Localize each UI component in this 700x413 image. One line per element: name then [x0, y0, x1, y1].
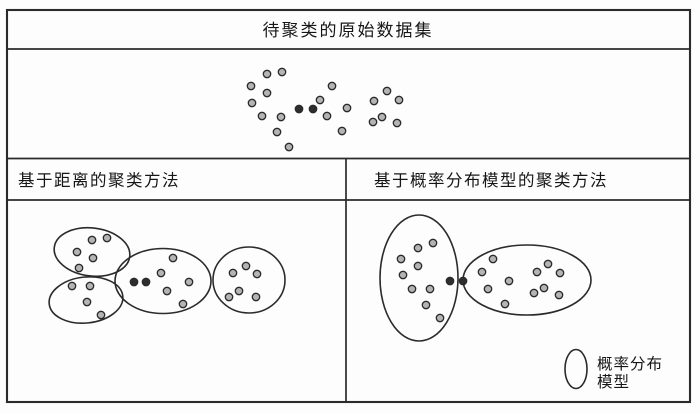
figure-title: 待聚类的原始数据集 — [263, 21, 434, 40]
data-point — [322, 111, 332, 121]
data-point — [413, 243, 423, 253]
data-point — [555, 268, 565, 278]
cluster-ellipse — [212, 246, 286, 314]
data-point — [539, 283, 549, 293]
data-point — [257, 111, 267, 121]
data-point — [178, 299, 188, 309]
data-point — [369, 96, 379, 106]
data-point — [168, 253, 178, 263]
data-point — [532, 267, 542, 277]
data-point — [234, 286, 244, 296]
data-point — [87, 235, 97, 245]
right-method-label: 基于概率分布模型的聚类方法 — [374, 171, 608, 190]
data-point — [413, 261, 423, 271]
raw-dataset-points — [246, 67, 404, 152]
data-point — [435, 313, 445, 323]
cluster-ellipse — [53, 226, 131, 278]
dark-data-point — [129, 277, 139, 287]
model-cluster-ellipses — [379, 214, 592, 342]
data-point — [543, 259, 553, 269]
data-point — [500, 299, 510, 309]
data-point — [425, 284, 435, 294]
data-point — [529, 288, 539, 298]
left-method-label: 基于距离的聚类方法 — [18, 171, 180, 190]
data-point — [554, 290, 564, 300]
data-point — [162, 286, 172, 296]
data-point — [315, 95, 325, 105]
data-point — [394, 95, 404, 105]
data-point — [392, 118, 402, 128]
cluster-ellipse — [462, 244, 592, 316]
data-point — [421, 300, 431, 310]
cluster-ellipse — [114, 247, 212, 315]
data-point — [67, 281, 77, 291]
data-point — [488, 254, 498, 264]
data-point — [407, 284, 417, 294]
data-point — [477, 267, 487, 277]
dark-data-point — [294, 104, 304, 114]
data-point — [156, 268, 166, 278]
data-point — [74, 263, 84, 273]
data-point — [251, 292, 261, 302]
data-point — [396, 254, 406, 264]
data-point — [284, 142, 294, 152]
data-point — [246, 81, 256, 91]
dark-data-point — [458, 276, 468, 286]
data-point — [377, 112, 387, 122]
data-point — [88, 253, 98, 263]
legend-label-line1: 概率分布 — [597, 355, 663, 373]
distance-cluster-points — [67, 233, 262, 320]
data-point — [247, 98, 257, 108]
data-point — [483, 284, 493, 294]
outer-border — [5, 8, 692, 404]
data-point — [228, 268, 238, 278]
data-point — [398, 270, 408, 280]
data-point — [382, 86, 392, 96]
dark-data-point — [308, 104, 318, 114]
data-point — [96, 310, 106, 320]
cluster-ellipse — [48, 276, 124, 324]
data-point — [337, 126, 347, 136]
dark-data-point — [141, 277, 151, 287]
data-point — [327, 81, 337, 91]
distance-cluster-ellipses — [48, 226, 286, 324]
dark-data-point — [445, 276, 455, 286]
data-point — [262, 88, 272, 98]
cluster-ellipse — [379, 214, 459, 342]
legend-label-line2: 模型 — [597, 373, 630, 391]
probability-model-legend-icon — [564, 348, 588, 390]
data-point — [224, 292, 234, 302]
data-point — [262, 69, 272, 79]
data-point — [272, 127, 282, 137]
data-point — [504, 276, 514, 286]
data-point — [72, 247, 82, 257]
data-point — [241, 261, 251, 271]
data-point — [276, 112, 286, 122]
data-point — [85, 281, 95, 291]
data-point — [342, 103, 352, 113]
data-point — [252, 269, 262, 279]
model-cluster-points — [396, 238, 565, 323]
data-point — [428, 238, 438, 248]
data-point — [102, 233, 112, 243]
data-point — [277, 67, 287, 77]
data-point — [368, 117, 378, 127]
data-point — [184, 277, 194, 287]
data-point — [82, 297, 92, 307]
